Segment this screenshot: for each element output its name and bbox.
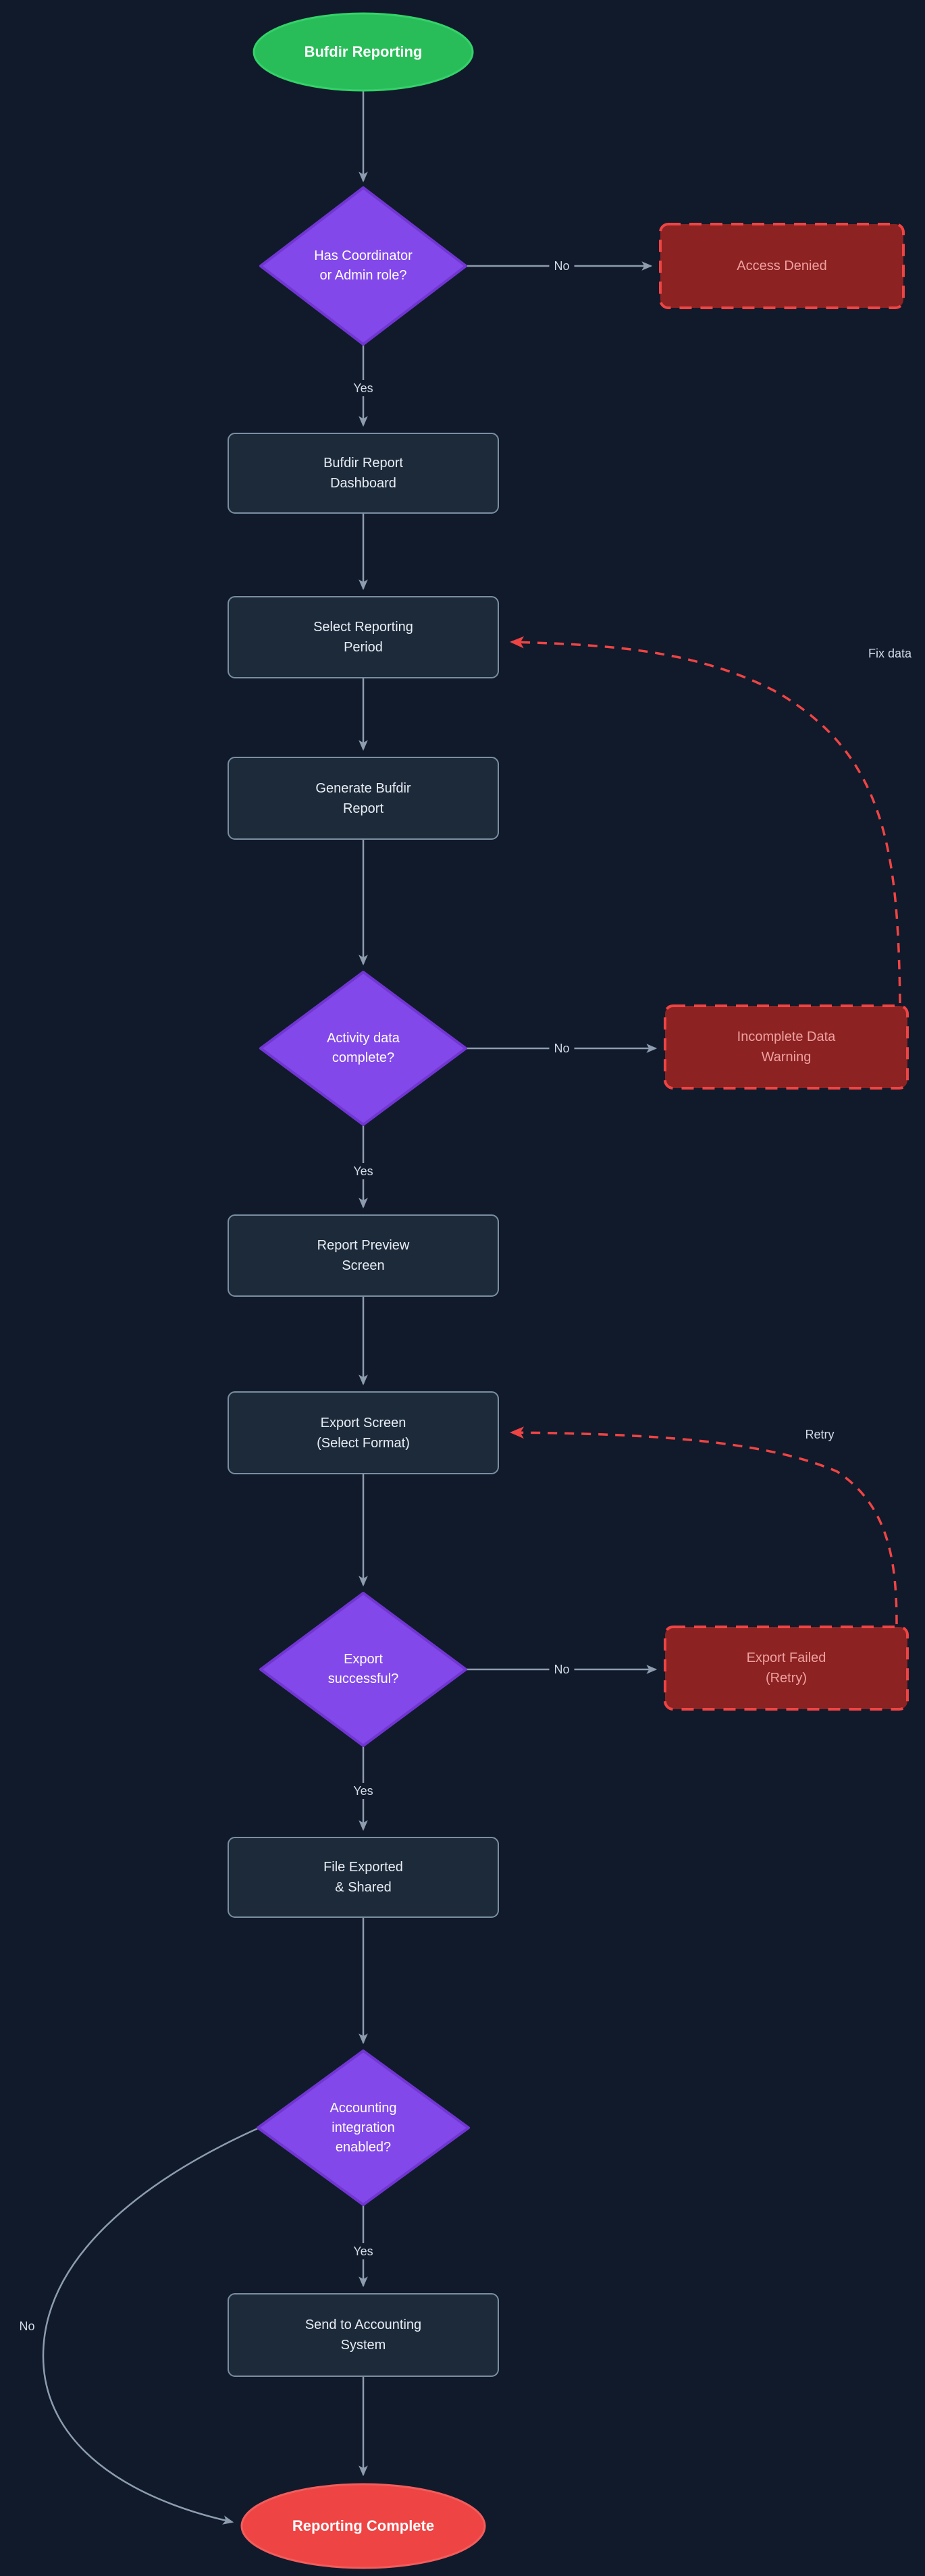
edge-label-data-yes: Yes [348, 1163, 378, 1179]
edge-label-export-yes: Yes [348, 1783, 378, 1799]
export-screen-shape [228, 1391, 499, 1474]
decision-accounting-shape [257, 2049, 470, 2206]
edge-label-retry: Retry [800, 1426, 839, 1443]
decision-data-complete-shape [259, 971, 467, 1126]
edge-fix-data-loop [510, 636, 901, 1004]
incomplete-warning-shape [664, 1004, 909, 1090]
edge-label-role-no: No [549, 258, 575, 274]
edge-label-data-no: No [549, 1040, 575, 1056]
edge-accounting-no-to-end [42, 2126, 260, 2525]
edge-label-fix-data: Fix data [863, 645, 917, 662]
decision-role-shape [259, 186, 467, 346]
send-accounting-shape [228, 2293, 499, 2377]
edge-label-accounting-yes: Yes [348, 2243, 378, 2259]
start-ellipse [253, 12, 474, 92]
export-failed-shape [664, 1626, 909, 1711]
decision-export-shape [259, 1592, 467, 1747]
edge-label-accounting-no: No [14, 2318, 40, 2334]
end-ellipse [240, 2483, 486, 2569]
edge-retry-loop [510, 1426, 898, 1625]
access-denied-shape [659, 223, 905, 309]
file-exported-shape [228, 1837, 499, 1918]
edge-label-role-yes: Yes [348, 380, 378, 396]
edge-label-export-no: No [549, 1661, 575, 1678]
generate-report-shape [228, 757, 499, 840]
select-period-shape [228, 596, 499, 678]
report-preview-shape [228, 1214, 499, 1297]
dashboard-shape [228, 433, 499, 514]
